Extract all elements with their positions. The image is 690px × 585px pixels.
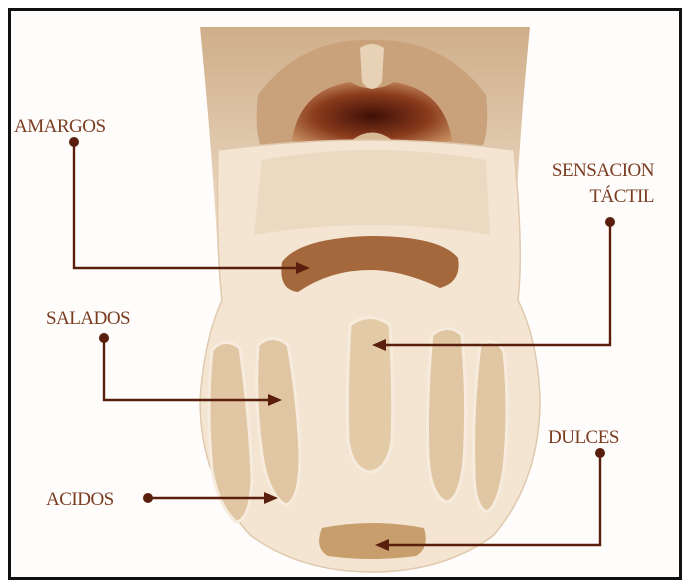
label-amargos: AMARGOS (14, 116, 106, 137)
tongue-back-texture (254, 150, 490, 235)
uvula (360, 44, 384, 89)
label-salados: SALADOS (46, 308, 130, 329)
sweet-zone (319, 523, 426, 559)
salty-zone-right-inner (428, 329, 466, 503)
amargos-dot (69, 137, 79, 147)
label-sensacion-line1: SENSACION (552, 160, 655, 181)
acidos-dot (143, 493, 153, 503)
salados-dot (99, 333, 109, 343)
label-sensacion-line2: TÁCTIL (589, 185, 654, 207)
dulces-dot (595, 448, 605, 458)
sensacion-dot (605, 217, 615, 227)
label-acidos: ACIDOS (46, 489, 114, 510)
label-dulces: DULCES (548, 427, 619, 448)
